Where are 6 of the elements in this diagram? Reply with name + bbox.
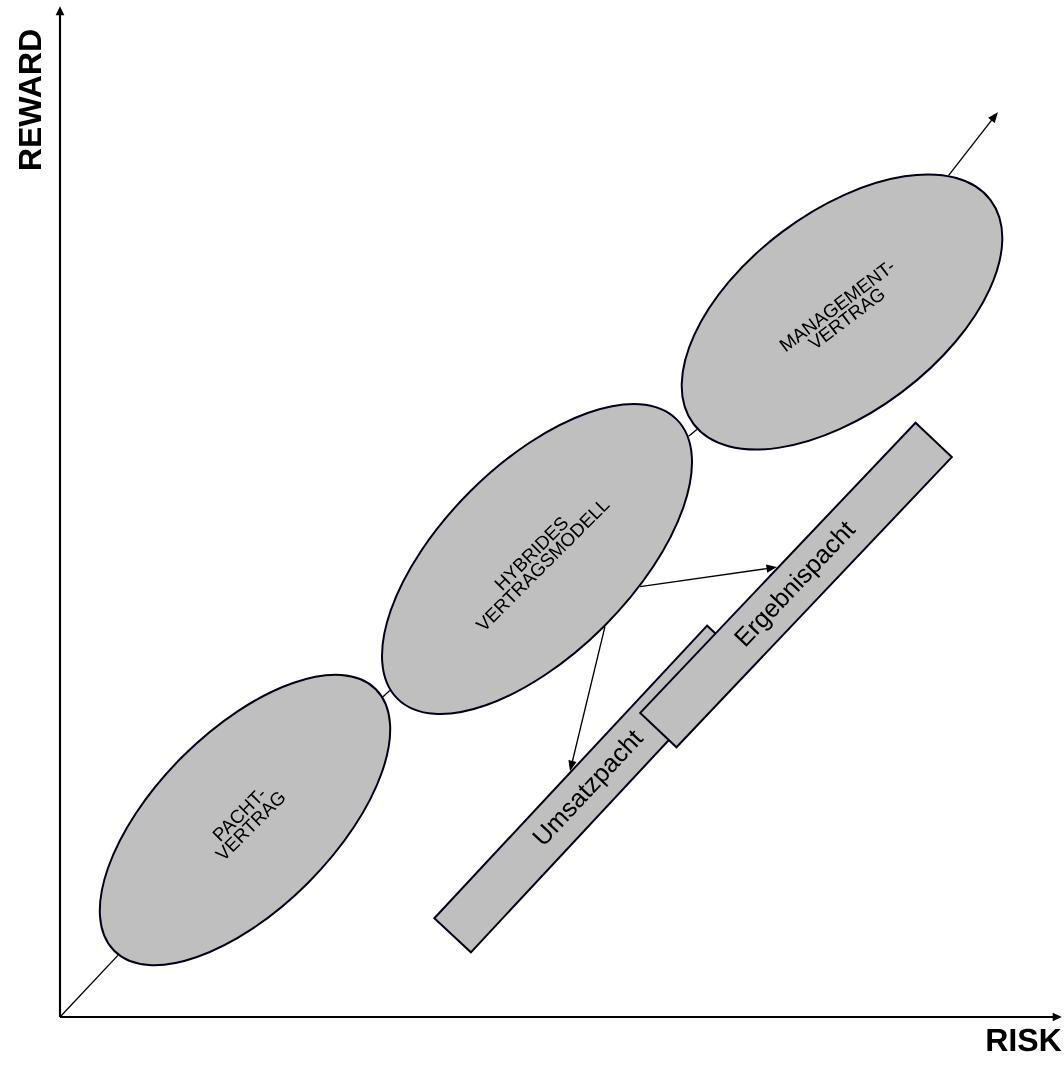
axis-label: RISK [987, 1028, 1062, 1052]
arrow [947, 112, 998, 176]
connector-line [687, 428, 698, 437]
axis-label: REWARD [19, 30, 41, 169]
connector-line [59, 954, 119, 1018]
connector-line [382, 689, 391, 698]
